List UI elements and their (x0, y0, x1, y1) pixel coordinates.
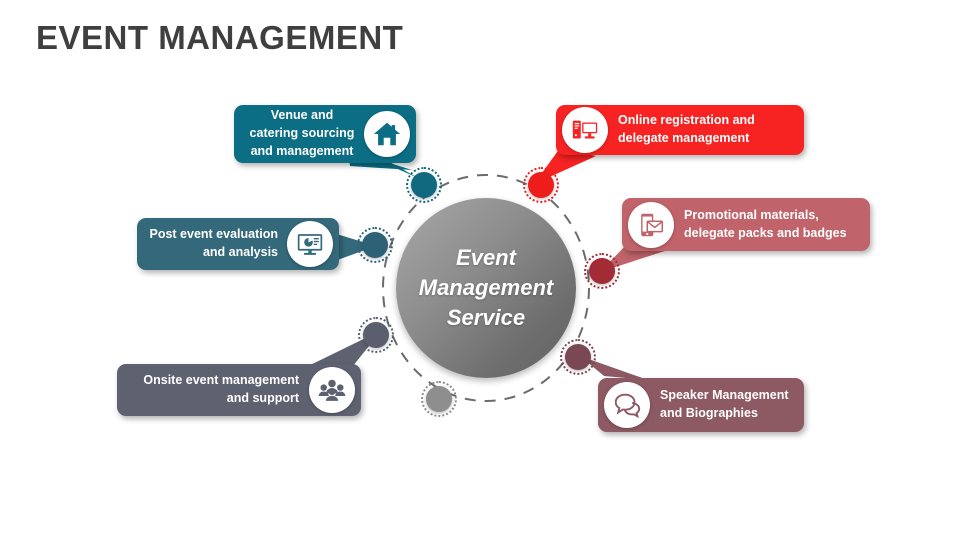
node-online-registration[interactable] (523, 167, 559, 203)
center-hub-label: Event Management Service (418, 245, 554, 330)
node-unlabeled-bottom-ring (421, 381, 457, 417)
node-speaker-management-core (565, 344, 591, 370)
node-unlabeled-bottom[interactable] (421, 381, 457, 417)
node-speaker-management[interactable] (560, 339, 596, 375)
center-hub: Event Management Service (396, 198, 576, 378)
node-promotional-materials[interactable] (584, 253, 620, 289)
callout-online-registration-label: Online registration and delegate managem… (618, 113, 755, 145)
people-group-icon (309, 367, 355, 413)
page-title: EVENT MANAGEMENT (36, 19, 404, 56)
node-post-event-evaluation[interactable] (357, 227, 393, 263)
callout-onsite-event-management[interactable]: Onsite event management and support (117, 364, 361, 416)
node-venue[interactable] (406, 167, 442, 203)
callout-venue[interactable]: Venue and catering sourcing and manageme… (234, 105, 416, 163)
callout-promotional-materials-label: Promotional materials, delegate packs an… (684, 207, 847, 240)
node-onsite-event-management[interactable] (358, 317, 394, 353)
node-onsite-event-management-core (363, 322, 389, 348)
node-onsite-event-management-ring (358, 317, 394, 353)
node-venue-core (411, 172, 437, 198)
node-speaker-management-ring (560, 339, 596, 375)
node-post-event-evaluation-ring (357, 227, 393, 263)
node-venue-ring (406, 167, 442, 203)
speech-bubbles-icon (604, 382, 650, 428)
callout-speaker-management[interactable]: Speaker Management and Biographies (598, 378, 804, 432)
callout-onsite-event-management-label: Onsite event management and support (143, 373, 299, 405)
node-online-registration-ring (523, 167, 559, 203)
node-promotional-materials-core (589, 258, 615, 284)
node-online-registration-core (528, 172, 554, 198)
node-promotional-materials-ring (584, 253, 620, 289)
node-post-event-evaluation-core (362, 232, 388, 258)
desktop-computer-icon (562, 107, 608, 153)
house-icon (364, 111, 410, 157)
callout-post-event-evaluation[interactable]: Post event evaluation and analysis (137, 218, 339, 270)
callout-speaker-management-label: Speaker Management and Biographies (660, 388, 789, 420)
node-unlabeled-bottom-core (426, 386, 452, 412)
callout-online-registration[interactable]: Online registration and delegate managem… (556, 105, 804, 155)
monitor-chart-icon (287, 221, 333, 267)
phone-envelope-icon (628, 201, 674, 248)
callout-post-event-evaluation-label: Post event evaluation and analysis (149, 227, 278, 259)
callout-venue-label: Venue and catering sourcing and manageme… (249, 108, 355, 158)
callout-promotional-materials[interactable]: Promotional materials, delegate packs an… (622, 198, 870, 251)
